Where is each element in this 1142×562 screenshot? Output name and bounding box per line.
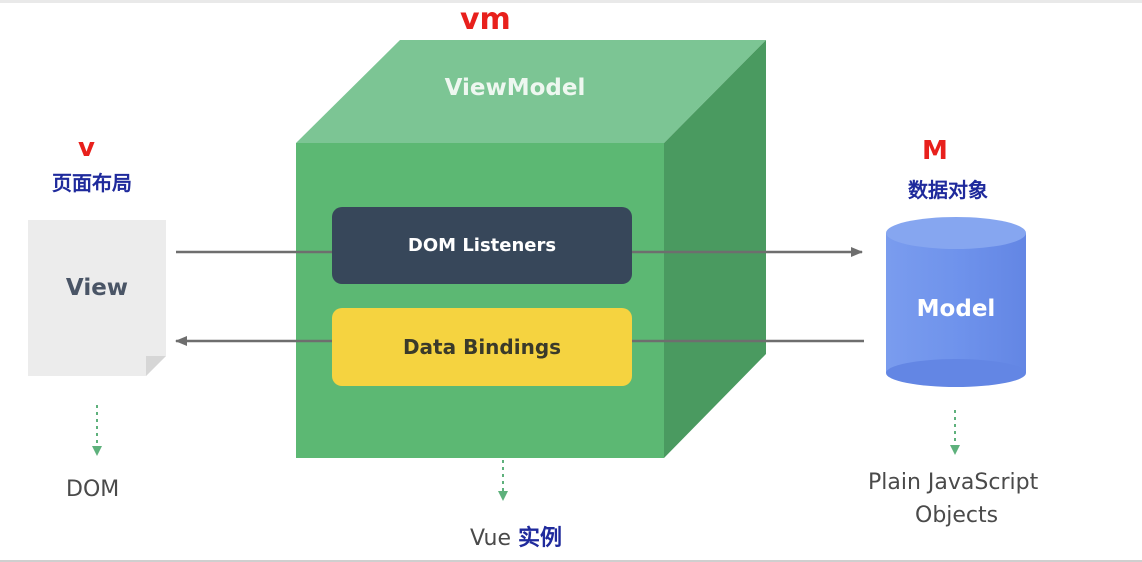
- vm-label: vm: [460, 2, 511, 37]
- v-sub-label: 页面布局: [52, 171, 132, 195]
- v-label: v: [78, 133, 95, 163]
- m-sub-label: 数据对象: [908, 178, 988, 202]
- top-border: [0, 0, 1142, 3]
- dotted-arrow-vue: [498, 460, 508, 501]
- data-bindings-box: [332, 308, 632, 386]
- dotted-arrow-model: [950, 410, 960, 455]
- view-label: View: [65, 275, 129, 301]
- plain-js-line1: Plain JavaScript: [868, 470, 1039, 495]
- dom-label: DOM: [66, 477, 120, 502]
- viewmodel-cube: [296, 40, 766, 458]
- data-bindings-label: Data Bindings: [402, 335, 562, 359]
- instance-label: 实例: [518, 526, 563, 551]
- vue-label: Vue: [470, 526, 512, 551]
- model-label: Model: [916, 296, 996, 322]
- m-label: M: [922, 136, 948, 166]
- vue-instance-label: Vue 实例: [470, 520, 562, 552]
- dotted-arrow-dom: [92, 405, 102, 456]
- dom-listeners-box: [332, 207, 632, 284]
- cube-front-face: [296, 143, 664, 458]
- viewmodel-title: ViewModel: [444, 75, 586, 101]
- model-cylinder: [886, 217, 1026, 387]
- view-document: [28, 220, 166, 376]
- dom-listeners-label: DOM Listeners: [407, 235, 557, 256]
- cube-top-face: [296, 40, 766, 143]
- bottom-border: [0, 560, 1142, 562]
- plain-js-line2: Objects: [915, 503, 999, 528]
- cube-side-face: [664, 40, 766, 458]
